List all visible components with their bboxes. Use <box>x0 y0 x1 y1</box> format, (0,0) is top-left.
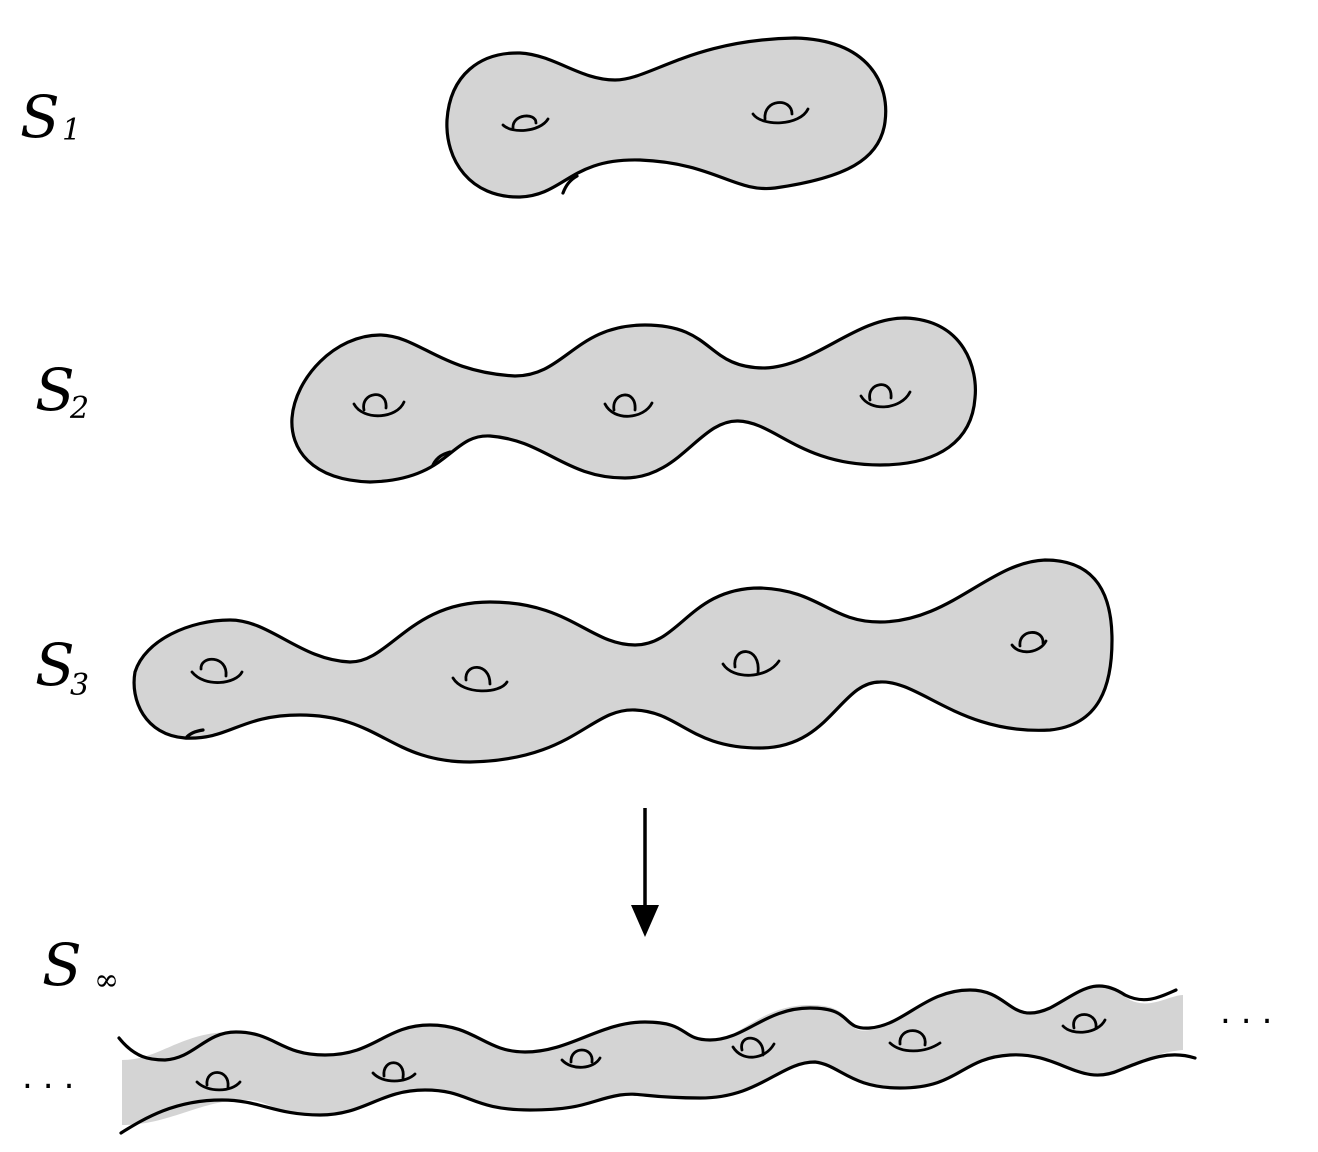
hole <box>751 101 810 125</box>
surface-s-infinity-band <box>122 986 1183 1125</box>
hole <box>451 666 509 693</box>
surface-s3-label-letter: S <box>35 631 75 699</box>
hole <box>1010 631 1048 654</box>
surface-s1: S 1 <box>20 36 888 199</box>
hole <box>195 1071 242 1092</box>
surface-s2-label-index: 2 <box>69 391 89 426</box>
hole <box>1061 1013 1107 1034</box>
ellipsis-left: ... <box>22 1057 84 1097</box>
surface-s-infinity: S ∞ <box>22 931 1282 1135</box>
surface-s3-body <box>132 558 1114 764</box>
surface-s3: S 3 <box>35 558 1114 764</box>
hole <box>560 1048 602 1069</box>
hole <box>731 1036 776 1059</box>
surface-s1-label-index: 1 <box>62 113 81 148</box>
surface-s-infinity-bottom-edge <box>119 1053 1197 1135</box>
surface-s-infinity-holes <box>195 1013 1107 1092</box>
surface-s2-holes <box>352 383 912 418</box>
surface-s-infinity-label-letter: S <box>42 931 82 999</box>
hole <box>371 1061 417 1083</box>
hole <box>721 650 781 677</box>
hole <box>352 393 406 418</box>
surface-s2-label-letter: S <box>35 356 75 424</box>
limit-arrow <box>631 808 659 937</box>
ellipsis-right: ... <box>1220 992 1282 1032</box>
surface-s3-label-index: 3 <box>70 668 89 703</box>
hole <box>859 383 912 409</box>
hole <box>190 657 244 684</box>
surface-s1-body <box>445 36 888 199</box>
surface-s3-holes <box>190 631 1048 693</box>
surface-s1-holes <box>501 101 810 132</box>
surface-s-infinity-label-index: ∞ <box>94 963 119 998</box>
surface-s1-label-letter: S <box>20 83 60 151</box>
surface-s2: S 2 <box>35 316 977 484</box>
surface-s-infinity-top-edge <box>117 984 1178 1062</box>
hole <box>501 114 550 132</box>
hole <box>603 393 654 418</box>
hole <box>888 1029 942 1053</box>
